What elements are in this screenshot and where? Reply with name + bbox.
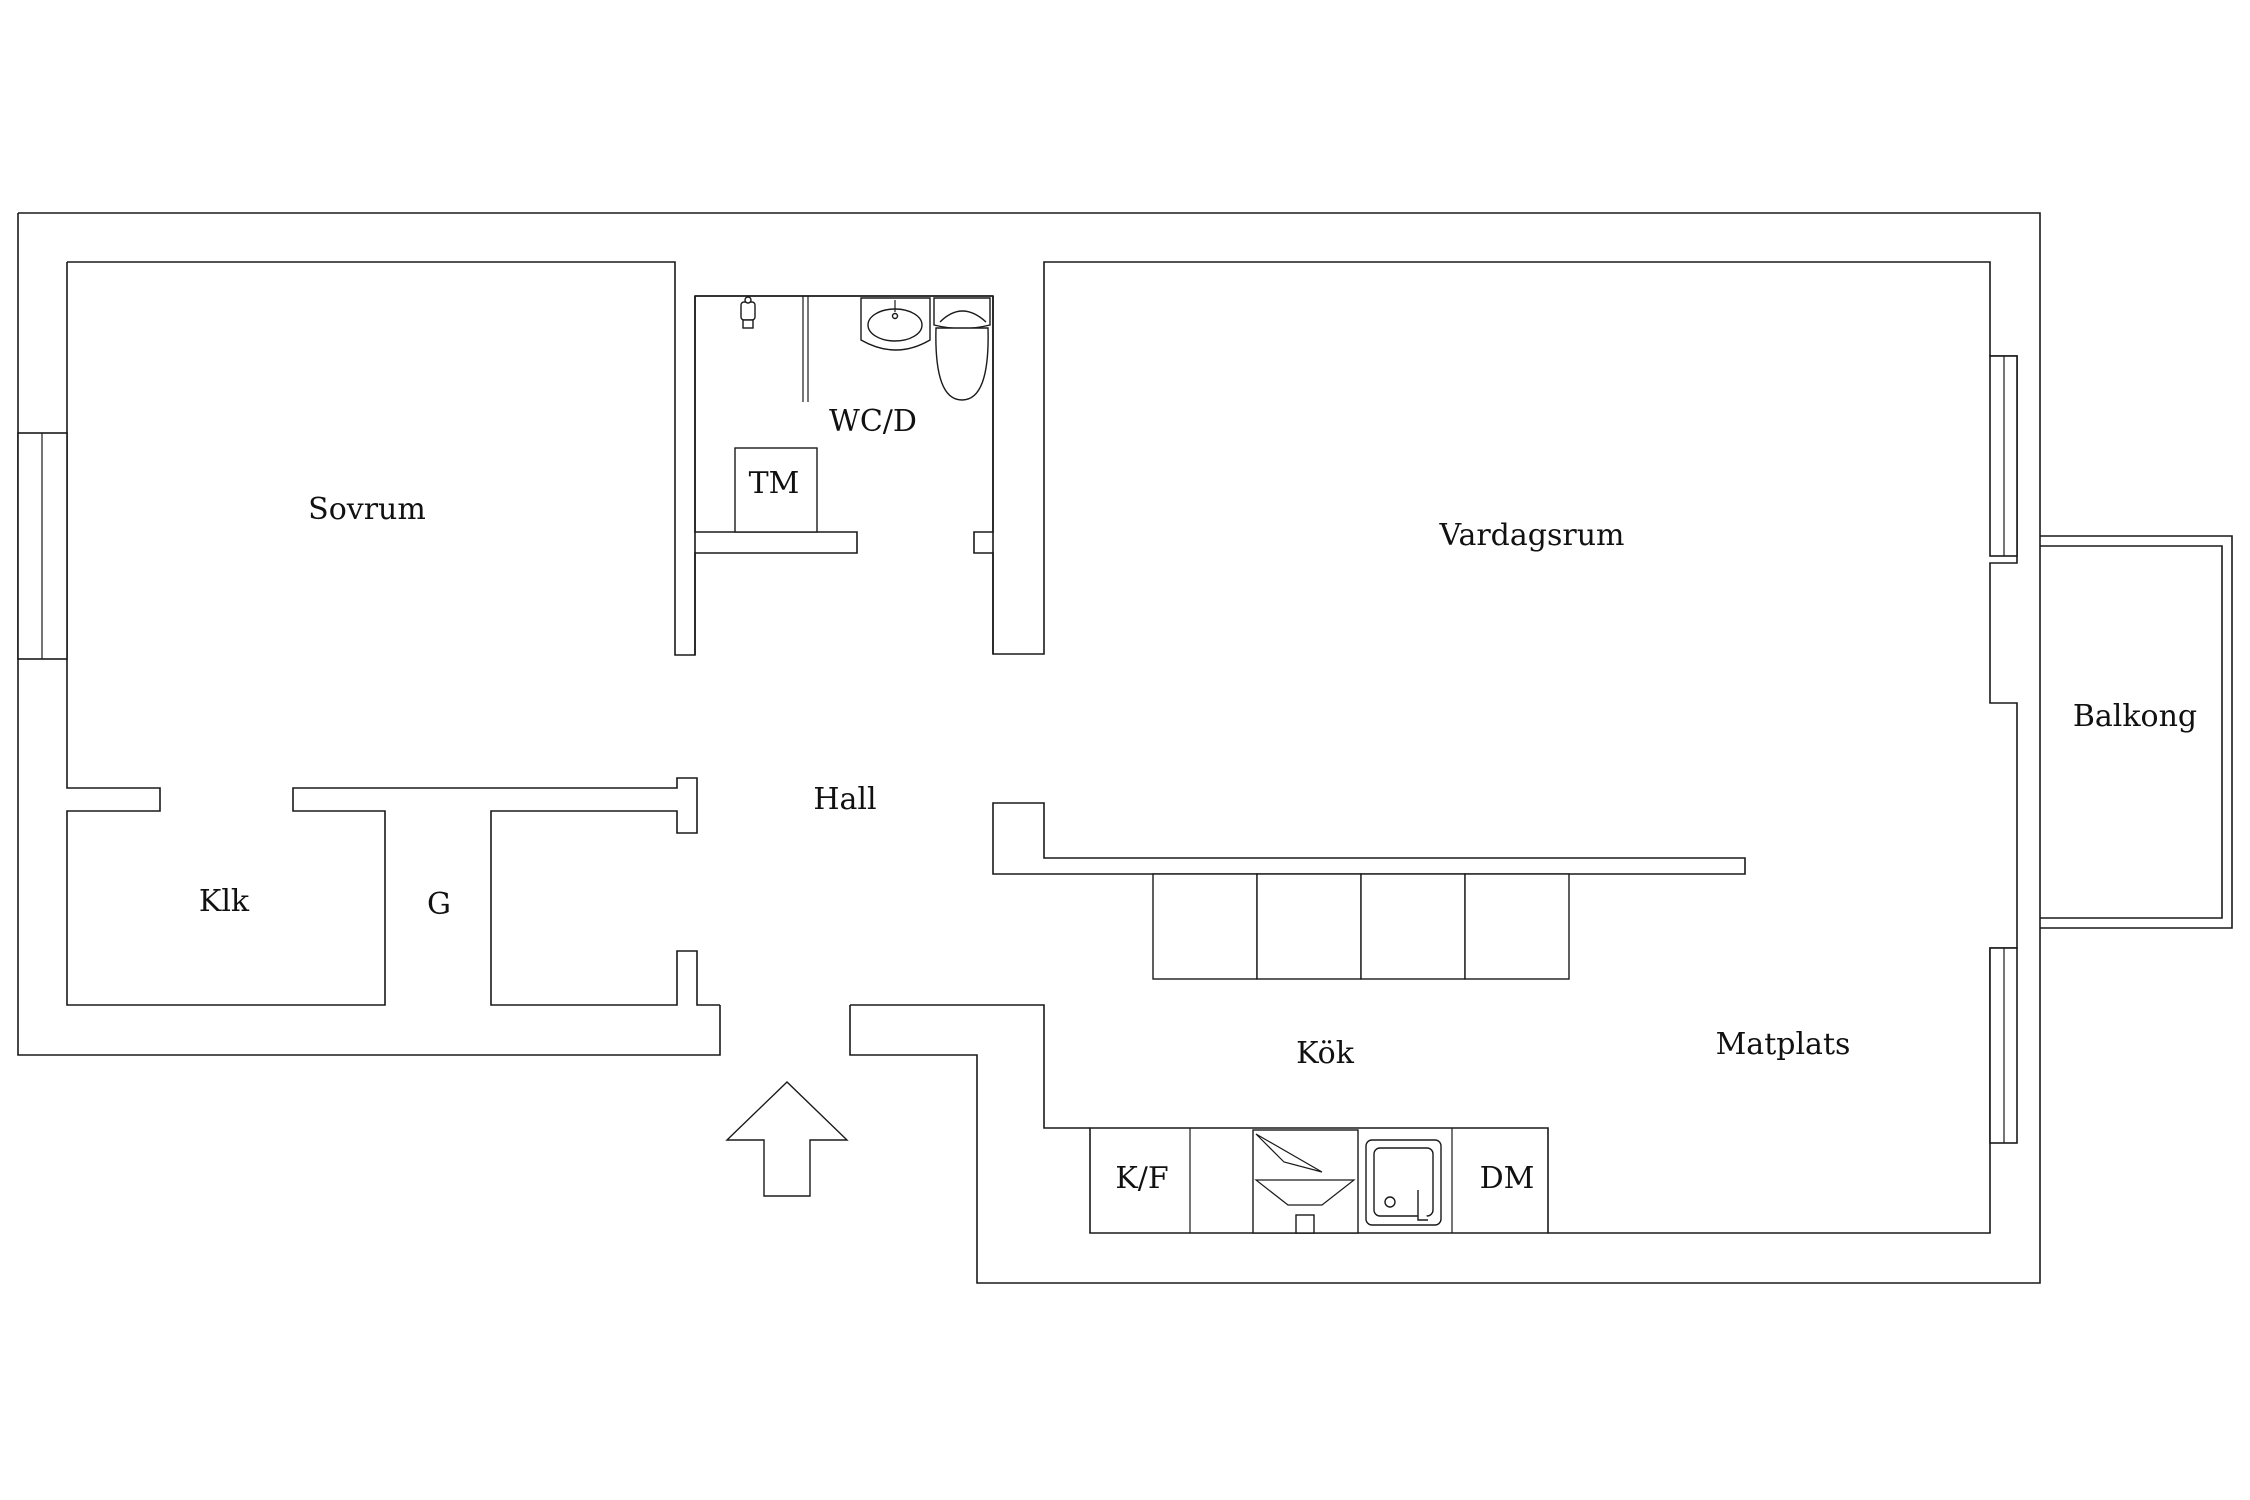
shower-icon [740,296,756,329]
kitchen-partition [992,802,1746,875]
outer-wall [17,212,2041,1284]
bedroom-window [17,432,68,660]
kok-label: Kök [1296,1036,1355,1071]
kf-label: K/F [1115,1161,1168,1196]
stove-icon [1252,1129,1359,1234]
kitchen-sink-icon [1365,1139,1442,1226]
vardagsrum-label: Vardagsrum [1439,518,1625,553]
entrance-arrow-icon [725,1081,849,1197]
balkong-label: Balkong [2073,699,2197,734]
tm-washing-machine: TM [734,447,818,533]
dm-label: DM [1480,1161,1535,1196]
tm-label: TM [749,466,800,501]
wcd-label: WC/D [829,404,917,439]
kitchen-counter: K/F DM [1089,1127,1549,1234]
bathroom-walls [694,295,994,655]
toilet-icon [933,297,991,401]
g-label: G [427,887,451,922]
matplats-label: Matplats [1716,1027,1851,1062]
hall-label: Hall [813,782,876,817]
washbasin-icon [860,297,931,351]
klk-label: Klk [199,884,250,919]
balcony [1989,355,2233,1144]
sovrum-label: Sovrum [308,492,426,527]
kitchen-upper-cabinets [1152,873,1570,980]
